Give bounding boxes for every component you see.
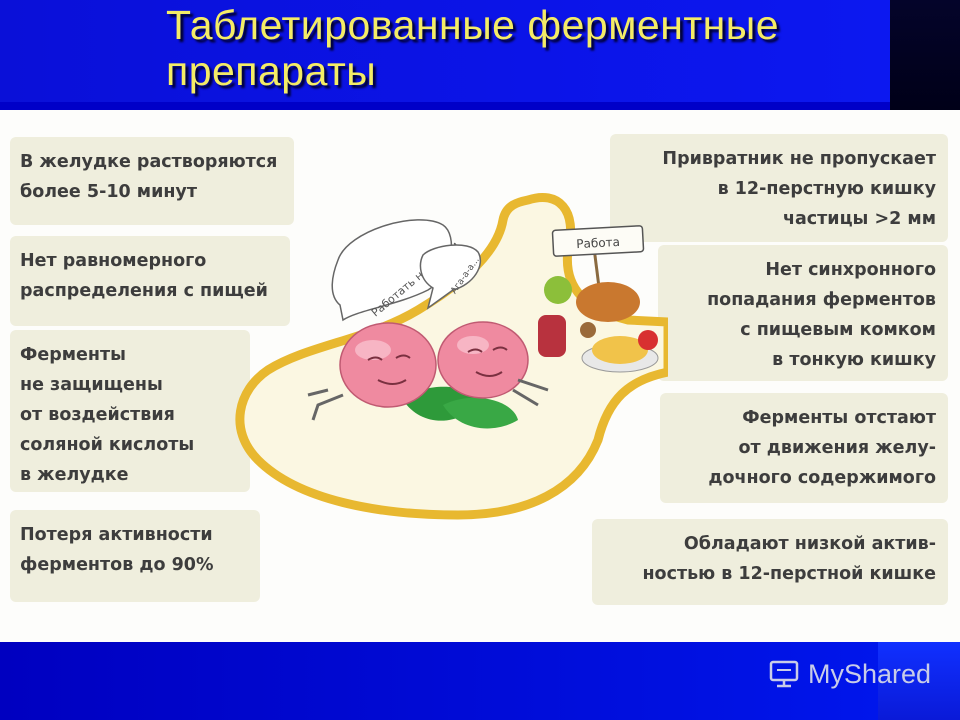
pill-2-face [467,346,508,377]
slide-title-line1: Таблетированные ферментные [166,2,780,48]
left-box-3-line1: Ферменты [20,345,126,365]
right-box-2-line2: попадания ферментов [707,290,936,310]
food-roast [576,282,640,322]
left-box-1-line1: В желудке растворяются [20,152,278,172]
left-box-1-line2: более 5-10 минут [20,182,197,202]
pill-legs [307,378,549,421]
left-box-2-line2: распределения с пищей [20,281,268,301]
food-grapes [544,276,572,304]
right-box-3-line3: дочного содержимого [708,468,936,488]
right-box-2-line4: в тонкую кишку [772,350,936,370]
right-box-1-line3: частицы >2 мм [782,209,936,229]
slide-title: Таблетированные ферментные препараты [166,2,779,94]
right-box-3-line2: от движения желу- [738,438,936,458]
right-box-1: Привратник не пропускает в 12-перстную к… [610,134,948,242]
left-box-3: Ферменты не защищены от воздействия соля… [10,330,250,492]
food-ham [538,315,566,357]
left-box-3-line3: от воздействия [20,405,175,425]
food-mushroom [580,322,596,338]
food-tomato [638,330,658,350]
right-box-1-line1: Привратник не пропускает [662,149,936,169]
left-box-4-line2: ферментов до 90% [20,555,214,575]
left-box-1: В желудке растворяются более 5-10 минут [10,137,294,225]
pill-character-1 [339,322,437,408]
slide-title-line2: препараты [166,48,377,94]
right-box-4-line1: Обладают низкой актив- [683,534,936,554]
left-box-2: Нет равномерного распределения с пищей [10,236,290,326]
title-bar [0,0,890,102]
pill-character-1-highlight [355,340,391,360]
left-box-2-line1: Нет равномерного [20,251,207,271]
speech-bubble-2 [419,244,482,310]
bottom-corner [878,642,960,720]
bottom-bar [0,642,960,720]
sign-board [551,225,645,257]
food-pasta [592,336,648,364]
left-box-4: Потеря активности ферментов до 90% [10,510,260,602]
brand-name: MyShared [808,658,932,689]
sign-text: Работа [576,235,620,251]
right-box-2-line3: с пищевым комком [740,320,936,340]
brand-logo[interactable]: MyShared [768,656,931,692]
pill-1-face [367,354,411,385]
right-box-3: Ферменты отстают от движения желу- дочно… [660,393,948,503]
monitor-icon [769,660,799,688]
left-box-3-line2: не защищены [20,375,163,395]
pill-character-2 [437,321,529,399]
title-corner [890,0,960,110]
right-box-4-line2: ностью в 12-перстной кишке [642,564,936,584]
left-box-4-line1: Потеря активности [20,525,213,545]
left-box-3-line4: соляной кислоты [20,435,195,455]
right-box-1-line2: в 12-перстную кишку [717,179,936,199]
leaf-2 [443,397,518,429]
right-box-2-line1: Нет синхронного [765,260,936,280]
right-box-2: Нет синхронного попадания ферментов с пи… [658,245,948,381]
stomach-illustration: Работа Работать не будем Ага-а-а... [235,192,668,520]
left-box-3-line5: в желудке [20,465,129,485]
pill-character-2-highlight [457,336,489,354]
right-box-4: Обладают низкой актив- ностью в 12-перст… [592,519,948,605]
right-box-3-line1: Ферменты отстают [742,408,936,428]
